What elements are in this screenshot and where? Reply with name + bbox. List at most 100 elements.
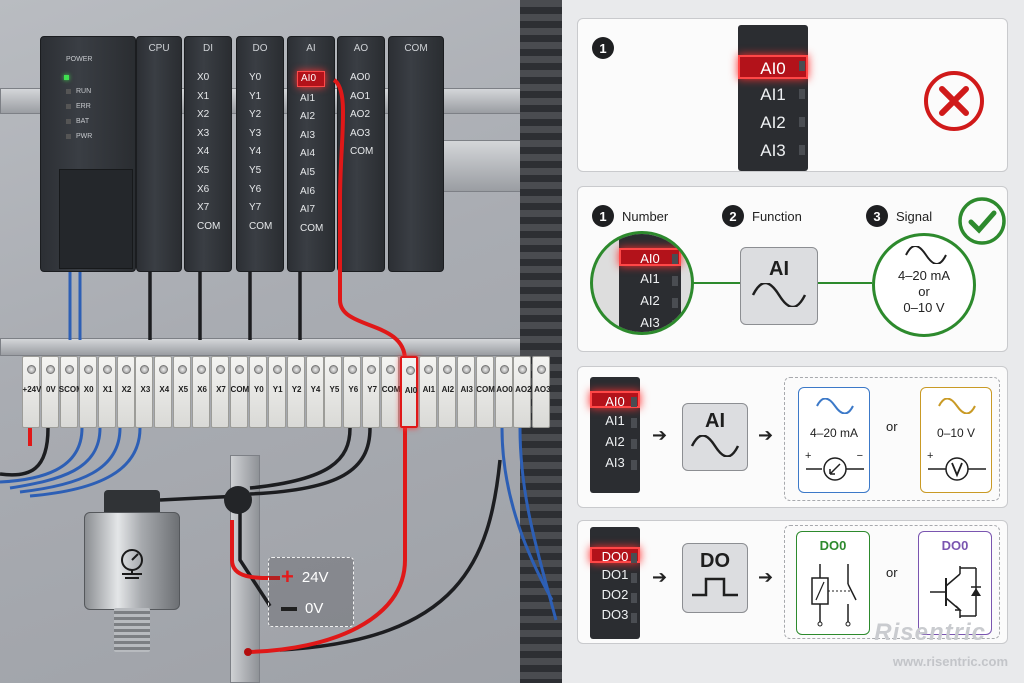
screw-icon [216, 365, 225, 374]
function-label: AI [769, 258, 789, 281]
current-signal-card: 4–20 mA + − [798, 387, 870, 493]
strip-tick [799, 61, 805, 71]
strip-tick [631, 573, 637, 583]
transistor-output-label: DO0 [919, 538, 991, 553]
terminal: COM [381, 356, 399, 428]
arrow-right-icon: ➔ [652, 425, 667, 446]
screw-icon [424, 365, 433, 374]
terminal: X0 [79, 356, 97, 428]
ai0-wire-endpoint [244, 648, 252, 656]
signal-b-text: 0–10 V [875, 300, 973, 315]
arrow-right-icon: ➔ [758, 425, 773, 446]
terminal: AO3 [532, 356, 550, 428]
port-strip: AI0AI1AI2AI3 [590, 377, 640, 493]
screw-icon [292, 365, 301, 374]
sine-wave-icon [690, 435, 740, 457]
signal-or-text: or [875, 284, 973, 299]
sine-wave-icon [937, 398, 977, 414]
step-number-badge: 1 [592, 37, 614, 59]
supply-plus-label: 24V [302, 569, 329, 586]
sine-wave-icon [904, 246, 948, 264]
terminal: AO2 [513, 356, 531, 428]
strip-tick [672, 254, 678, 264]
ai0-red-wire [334, 80, 405, 360]
terminal: COM [476, 356, 494, 428]
brand-logo: Risentric [874, 619, 986, 647]
blue-wire [520, 428, 556, 620]
screw-icon [65, 365, 74, 374]
sensor-thread [114, 608, 150, 652]
pulse-icon [690, 575, 740, 597]
strip-tick [631, 439, 637, 449]
port-zoom-circle: AI0AI1AI2AI3 [590, 231, 694, 335]
transistor-icon [926, 562, 986, 622]
strip-tick [799, 89, 805, 99]
arrow-right-icon: ➔ [758, 567, 773, 588]
minus-icon [281, 607, 297, 611]
screw-icon [386, 365, 395, 374]
sine-wave-icon [815, 398, 855, 414]
screw-icon [235, 365, 244, 374]
brand-url: www.risentric.com [893, 654, 1008, 669]
terminal: Y2 [287, 356, 305, 428]
terminal: AO0 [495, 356, 513, 428]
terminal: AI1 [419, 356, 437, 428]
supply-minus-row: 0V [281, 600, 323, 617]
pressure-transmitter [84, 490, 180, 620]
voltage-signal-text: 0–10 V [921, 426, 991, 440]
current-signal-text: 4–20 mA [799, 426, 869, 440]
screw-icon [140, 365, 149, 374]
plus-sign: + [927, 450, 933, 462]
terminal: Y0 [249, 356, 267, 428]
function-box: DO [682, 543, 748, 613]
terminal-label: AO3 [531, 385, 553, 394]
strip-tick [672, 320, 678, 330]
or-text: or [886, 419, 898, 434]
panel-incorrect: 1 AI0AI1AI2AI3 [577, 18, 1008, 172]
sine-wave-icon [751, 283, 807, 307]
gauge-icon [116, 548, 148, 580]
screw-icon [273, 365, 282, 374]
strip-tick [672, 298, 678, 308]
strip-tick [799, 117, 805, 127]
terminal: AI0 [400, 356, 418, 428]
voltage-signal-card: 0–10 V + [920, 387, 992, 493]
strip-tick [631, 553, 637, 563]
strip-port-label: AI3 [738, 139, 808, 163]
terminal: 0V [41, 356, 59, 428]
function-box: AI [740, 247, 818, 325]
black-wires [0, 272, 500, 650]
screw-icon [518, 365, 527, 374]
relay-output-label: DO0 [797, 538, 869, 553]
function-label: AI [705, 410, 725, 433]
terminal: Y4 [306, 356, 324, 428]
terminal: +24V [22, 356, 40, 428]
relay-output-card: DO0 [796, 531, 870, 635]
terminal: X2 [117, 356, 135, 428]
screw-icon [406, 366, 415, 375]
screw-icon [500, 365, 509, 374]
or-text: or [886, 565, 898, 580]
voltage-source-icon [924, 454, 990, 484]
terminal-label: COM [380, 385, 402, 394]
relay-icon [804, 560, 864, 628]
plus-icon: + [281, 568, 294, 586]
screw-icon [84, 365, 93, 374]
strip-tick [631, 418, 637, 428]
screw-icon [197, 365, 206, 374]
terminal: X7 [211, 356, 229, 428]
screw-icon [481, 365, 490, 374]
supply-label-box: + 24V 0V [268, 557, 354, 627]
supply-plus-row: + 24V [281, 568, 329, 586]
screw-icon [329, 365, 338, 374]
minus-sign: − [857, 450, 863, 462]
incorrect-x-icon [922, 69, 986, 133]
screw-icon [367, 365, 376, 374]
strip-tick [799, 145, 805, 155]
strip-port-label: AI1 [738, 83, 808, 107]
